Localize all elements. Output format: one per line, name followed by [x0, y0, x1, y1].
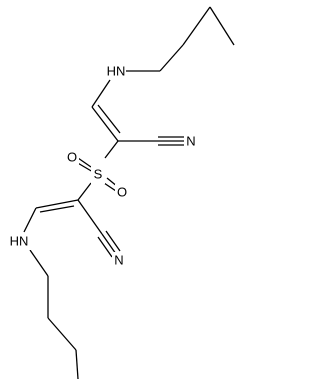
bond-butyl-top-2 — [182, 6, 211, 46]
bond-nitrile-triple-bottom-3 — [97, 236, 113, 258]
atom-label-o-right: O — [117, 185, 127, 200]
atom-label-o-left: O — [67, 150, 77, 165]
bond-vinyl-double-top-b — [97, 104, 121, 134]
atom-label-s: S — [94, 167, 103, 182]
bond-vinyl-nh-bottom — [23, 207, 37, 233]
molecule-structure: HN N O S O HN N — [4, 6, 235, 380]
bond-butyl-bottom-4 — [75, 349, 79, 380]
bond-s-o-left-a — [77, 157, 92, 168]
bond-nh-vinyl-top — [91, 79, 111, 108]
bond-butyl-bottom-3 — [47, 317, 77, 351]
bond-butyl-top-3 — [159, 44, 184, 72]
atom-nh-bottom: HN — [4, 233, 34, 250]
atom-label-n-top: N — [186, 134, 195, 149]
bond-nitrile-single-bottom — [77, 199, 103, 235]
atom-label-nh-bottom: HN — [10, 234, 29, 249]
bond-vinyl-double-bottom-b — [39, 205, 75, 213]
atom-nh-top: HN — [104, 63, 126, 79]
bond-s-vinyl-bottom — [77, 182, 92, 201]
bond-butyl-top-1 — [209, 6, 235, 46]
atom-label-n-bottom: N — [114, 253, 123, 268]
bond-vinyl-s-top — [104, 140, 119, 159]
atom-n-top: N — [184, 133, 198, 149]
bond-butyl-bottom-1 — [29, 249, 49, 277]
bond-nitrile-triple-bottom-2 — [105, 230, 121, 252]
atom-n-bottom: N — [112, 252, 126, 268]
atom-o-right: O — [115, 184, 129, 200]
bond-nitrile-triple-bottom-1 — [101, 233, 117, 255]
atom-label-nh-top: HN — [107, 64, 126, 79]
atom-s: S — [91, 164, 105, 184]
atom-o-left: O — [65, 149, 79, 165]
bond-s-o-right-b — [103, 182, 117, 192]
bond-vinyl-double-bottom-a — [35, 199, 79, 209]
bond-vinyl-double-top-a — [91, 106, 119, 142]
